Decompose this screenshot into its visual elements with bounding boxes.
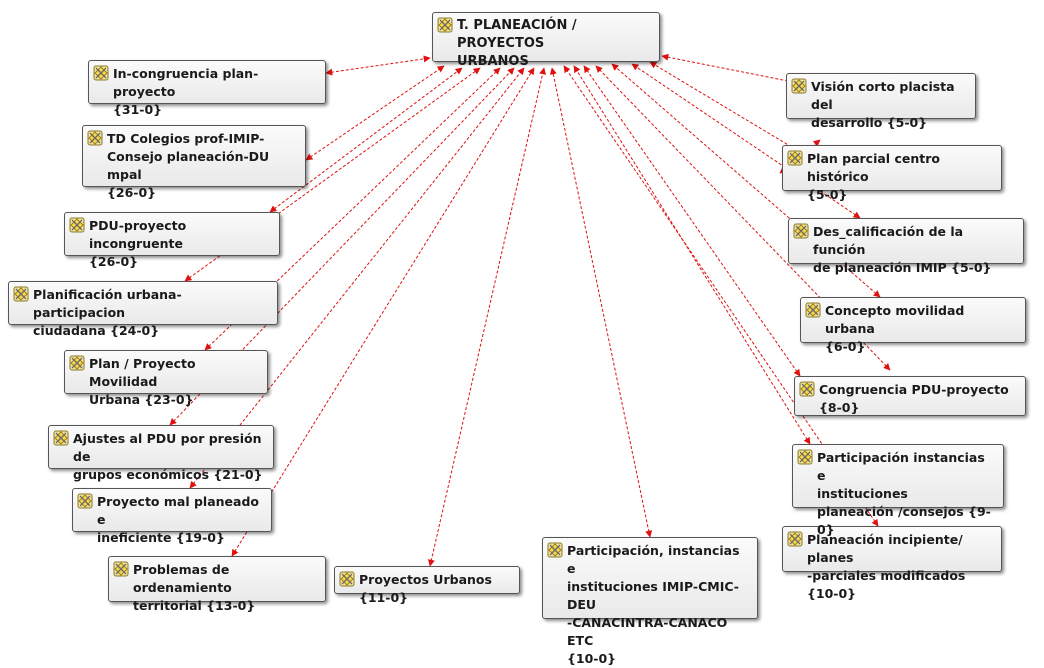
root-code-node[interactable]: T. PLANEACIÓN / PROYECTOS URBANOS xyxy=(432,12,660,69)
code-icon xyxy=(77,493,93,509)
code-node-movilidad[interactable]: Concepto movilidad urbana {6-0} xyxy=(800,297,1026,354)
code-icon xyxy=(787,531,803,547)
relation-edge xyxy=(583,65,801,377)
relation-edge xyxy=(649,61,801,153)
node-label: Planeación incipiente/ planes -parciales… xyxy=(807,532,966,601)
relation-edge xyxy=(549,67,653,538)
code-node-proyecto-mal[interactable]: Proyecto mal planeado e ineficiente {19-… xyxy=(72,488,272,545)
code-node-planeacion-incipiente[interactable]: Planeación incipiente/ planes -parciales… xyxy=(782,526,1002,601)
code-icon xyxy=(791,78,807,94)
node-label: Problemas de ordenamiento territorial {1… xyxy=(133,562,256,613)
node-label: Participación, instancias e institucione… xyxy=(567,543,740,666)
code-icon xyxy=(13,286,29,302)
code-icon xyxy=(87,130,103,146)
code-node-pdu-proyecto[interactable]: PDU-proyecto incongruente {26-0} xyxy=(64,212,280,269)
node-label: In-congruencia plan-proyecto {31-0} xyxy=(113,66,259,117)
node-label: Plan / Proyecto Movilidad Urbana {23-0} xyxy=(89,356,196,407)
node-label: T. PLANEACIÓN / PROYECTOS URBANOS xyxy=(457,18,577,69)
code-family-icon xyxy=(437,17,453,33)
relation-edge xyxy=(427,67,547,567)
code-icon xyxy=(69,355,85,371)
code-node-incongruencia[interactable]: In-congruencia plan-proyecto {31-0} xyxy=(88,60,326,117)
code-node-plan-movilidad[interactable]: Plan / Proyecto Movilidad Urbana {23-0} xyxy=(64,350,268,407)
code-node-descalificacion[interactable]: Des_calificación de la función de planea… xyxy=(788,218,1024,275)
node-label: Proyectos Urbanos {11-0} xyxy=(359,572,492,605)
code-icon xyxy=(793,223,809,239)
code-node-participacion-imip[interactable]: Participación, instancias e institucione… xyxy=(542,537,758,666)
code-node-ordenamiento[interactable]: Problemas de ordenamiento territorial {1… xyxy=(108,556,326,613)
node-label: Des_calificación de la función de planea… xyxy=(813,224,992,275)
code-node-congruencia[interactable]: Congruencia PDU-proyecto {8-0} xyxy=(794,376,1026,416)
node-label: Visión corto placista del desarrollo {5-… xyxy=(811,79,955,130)
code-icon xyxy=(547,542,563,558)
code-node-participacion-consejos[interactable]: Participación instancias e instituciones… xyxy=(792,444,1004,537)
node-label: Proyecto mal planeado e ineficiente {19-… xyxy=(97,494,259,545)
node-label: Ajustes al PDU por presión de grupos eco… xyxy=(73,431,263,482)
relation-edge xyxy=(573,65,811,445)
node-label: Planificación urbana-participacion ciuda… xyxy=(33,287,182,338)
code-icon xyxy=(799,381,815,397)
code-node-td-colegios[interactable]: TD Colegios prof-IMIP- Consejo planeació… xyxy=(82,125,306,200)
code-node-vision[interactable]: Visión corto placista del desarrollo {5-… xyxy=(786,73,976,130)
relation-edge xyxy=(325,55,431,76)
node-label: Concepto movilidad urbana {6-0} xyxy=(825,303,965,354)
node-label: Participación instancias e instituciones… xyxy=(817,450,991,537)
code-node-plan-parcial[interactable]: Plan parcial centro histórico {5-0} xyxy=(782,145,1002,202)
code-icon xyxy=(339,571,355,587)
code-icon xyxy=(787,150,803,166)
node-label: Plan parcial centro histórico {5-0} xyxy=(807,151,940,202)
relation-edge xyxy=(305,65,445,161)
node-label: PDU-proyecto incongruente {26-0} xyxy=(89,218,187,269)
code-icon xyxy=(53,430,69,446)
code-icon xyxy=(69,217,85,233)
relation-edge xyxy=(661,53,794,85)
code-icon xyxy=(93,65,109,81)
code-node-planificacion[interactable]: Planificación urbana-participacion ciuda… xyxy=(8,281,278,338)
code-node-proyectos-urbanos[interactable]: Proyectos Urbanos {11-0} xyxy=(334,566,520,605)
code-node-ajustes-pdu[interactable]: Ajustes al PDU por presión de grupos eco… xyxy=(48,425,274,482)
node-label: Congruencia PDU-proyecto {8-0} xyxy=(819,382,1009,415)
code-icon xyxy=(797,449,813,465)
code-icon xyxy=(805,302,821,318)
node-label: TD Colegios prof-IMIP- Consejo planeació… xyxy=(107,131,270,200)
code-icon xyxy=(113,561,129,577)
